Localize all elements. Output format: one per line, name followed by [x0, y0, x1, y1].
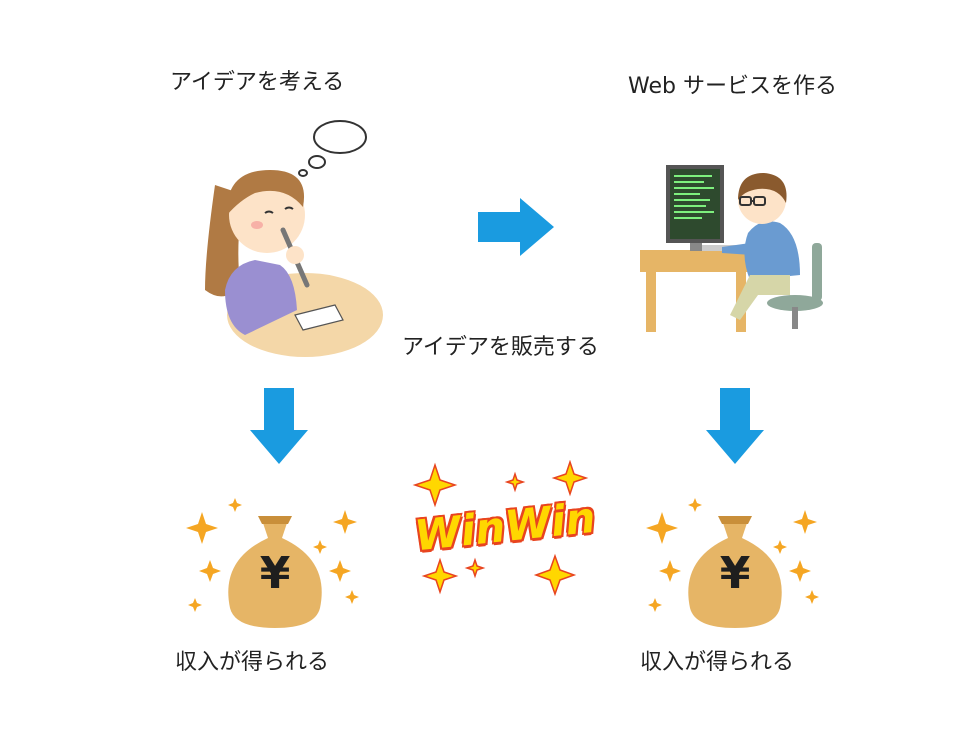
label-build-service: Web サービスを作る	[628, 74, 837, 99]
sparkle-icon	[186, 498, 359, 612]
label-income-left: 収入が得られる	[175, 650, 330, 675]
glasses-icon	[739, 196, 766, 206]
arrow-down-left-icon	[250, 388, 308, 464]
label-think-idea: アイデアを考える	[170, 70, 345, 95]
money-bag-right: ¥	[640, 490, 830, 630]
woman-thinking-illustration	[205, 120, 383, 357]
monitor-icon	[666, 165, 724, 251]
sparkle-icon	[646, 498, 819, 612]
winwin-badge: WinWin	[405, 460, 605, 600]
money-bag-icon	[688, 516, 782, 628]
label-income-right: 収入が得られる	[640, 650, 795, 675]
woman-body	[225, 260, 297, 335]
man-body	[744, 221, 800, 280]
money-bag-left: ¥	[180, 490, 370, 630]
computer-desk	[640, 250, 758, 272]
arrow-down-right-icon	[706, 388, 764, 464]
sparkle-icon	[412, 460, 589, 597]
yen-symbol: ¥	[259, 548, 291, 599]
man-coding-illustration	[640, 165, 823, 332]
yen-symbol: ¥	[719, 548, 751, 599]
money-bag-icon	[228, 516, 322, 628]
label-sell-idea: アイデアを販売する	[402, 335, 599, 360]
arrow-right-icon	[478, 198, 554, 256]
thought-bubble-icon	[298, 120, 367, 177]
paper-icon	[294, 304, 344, 331]
